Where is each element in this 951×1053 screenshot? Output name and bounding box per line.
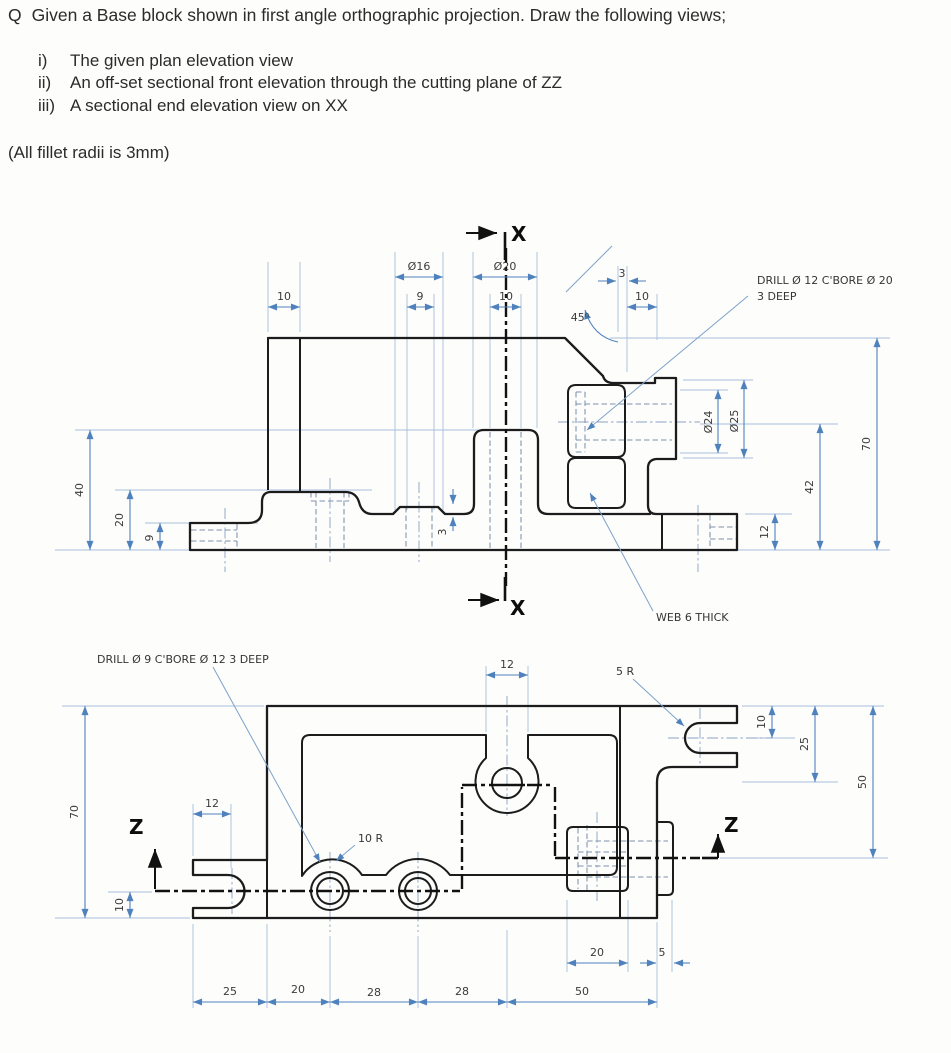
dim-right-10: 10	[755, 715, 768, 729]
dim-right-50: 50	[856, 775, 869, 789]
question-block: Q Given a Base block shown in first angle…	[8, 4, 938, 163]
question-item: i) The given plan elevation view	[8, 50, 938, 72]
front-cutting-plane-xx: X X	[466, 222, 527, 620]
plan-notes: DRILL Ø 9 C'BORE Ø 12 3 DEEP 5 R 10 R	[97, 653, 685, 863]
plan-dimensions: 12 12 10 25 50 70 10 25 20 28	[68, 658, 877, 1006]
dim-bottom-25: 25	[223, 985, 237, 998]
item-number: iii)	[38, 95, 55, 115]
section-label-z-left: Z	[129, 815, 144, 839]
question-item: ii) An off-set sectional front elevation…	[8, 72, 938, 94]
dim-dia25: Ø25	[728, 410, 741, 433]
dim-bottom-28a: 28	[367, 986, 381, 999]
note-radius-10: 10 R	[358, 832, 383, 845]
front-notes: DRILL Ø 12 C'BORE Ø 20 3 DEEP WEB 6 THIC…	[586, 274, 893, 624]
section-label-x-bottom: X	[510, 596, 526, 620]
item-text: The given plan elevation view	[70, 50, 294, 70]
section-label-z-right: Z	[724, 813, 739, 837]
item-text: An off-set sectional front elevation thr…	[70, 73, 563, 93]
item-text: A sectional end elevation view on XX	[70, 95, 348, 115]
dim-bore-9: 9	[417, 290, 424, 303]
front-hidden-lines	[191, 391, 736, 549]
dim-dia24: Ø24	[702, 411, 715, 434]
question-title: Q Given a Base block shown in first angle…	[8, 4, 938, 28]
dim-dia20: Ø20	[494, 260, 517, 273]
dim-bottom-20: 20	[291, 983, 305, 996]
dim-angle-45: 45⁰	[571, 311, 590, 324]
item-number: ii)	[38, 73, 52, 93]
dim-left-70: 70	[68, 805, 81, 819]
dim-right-25: 25	[798, 737, 811, 751]
plan-extension-lines	[55, 666, 888, 1008]
dim-h70: 70	[860, 437, 873, 451]
question-items: i) The given plan elevation view ii) An …	[8, 50, 938, 117]
dim-h20: 20	[113, 513, 126, 527]
plan-cutting-plane-zz: Z Z	[129, 783, 739, 893]
dim-gap-3: 3	[619, 267, 626, 280]
dim-h12: 12	[758, 525, 771, 539]
dim-h40: 40	[73, 483, 86, 497]
dim-bottom-50: 50	[575, 985, 589, 998]
dim-left-10: 10	[113, 898, 126, 912]
dim-left-12: 12	[205, 797, 219, 810]
dim-top-12: 12	[500, 658, 514, 671]
front-dimensions: 10 Ø16 9 Ø20 10 3 10 45⁰ Ø24	[73, 245, 881, 550]
note-drill-cbore-plan: DRILL Ø 9 C'BORE Ø 12 3 DEEP	[97, 653, 269, 666]
dim-h9: 9	[143, 535, 156, 542]
item-number: i)	[38, 50, 48, 70]
dim-bottom-28b: 28	[455, 985, 469, 998]
dim-boss-20: 20	[590, 946, 604, 959]
fillet-note: (All fillet radii is 3mm)	[8, 142, 170, 162]
plan-view: Z Z 12 12 10 25 50 70 10	[55, 653, 888, 1008]
note-radius-5: 5 R	[616, 665, 634, 678]
question-title-text: Given a Base block shown in first angle …	[31, 5, 727, 25]
note-web-thickness: WEB 6 THICK	[656, 611, 729, 624]
note-drill-cbore-line1: DRILL Ø 12 C'BORE Ø 20	[757, 274, 893, 287]
plan-part-outline	[191, 704, 739, 920]
dim-dia16: Ø16	[408, 260, 431, 273]
plan-centerlines	[231, 696, 772, 932]
section-label-x-top: X	[511, 222, 527, 246]
dim-right-10: 10	[635, 290, 649, 303]
question-prefix: Q	[8, 5, 22, 25]
dim-pad-3: 3	[436, 529, 449, 536]
dim-hole-10: 10	[499, 290, 513, 303]
dim-flange-5: 5	[659, 946, 666, 959]
dim-wall-10: 10	[277, 290, 291, 303]
front-elevation-view: X X 10 Ø16 9 Ø20 10 3 10	[55, 222, 893, 624]
note-drill-cbore-line2: 3 DEEP	[757, 290, 797, 303]
front-part-outline	[188, 336, 739, 552]
dim-h42: 42	[803, 480, 816, 494]
question-item: iii) A sectional end elevation view on X…	[8, 95, 938, 117]
